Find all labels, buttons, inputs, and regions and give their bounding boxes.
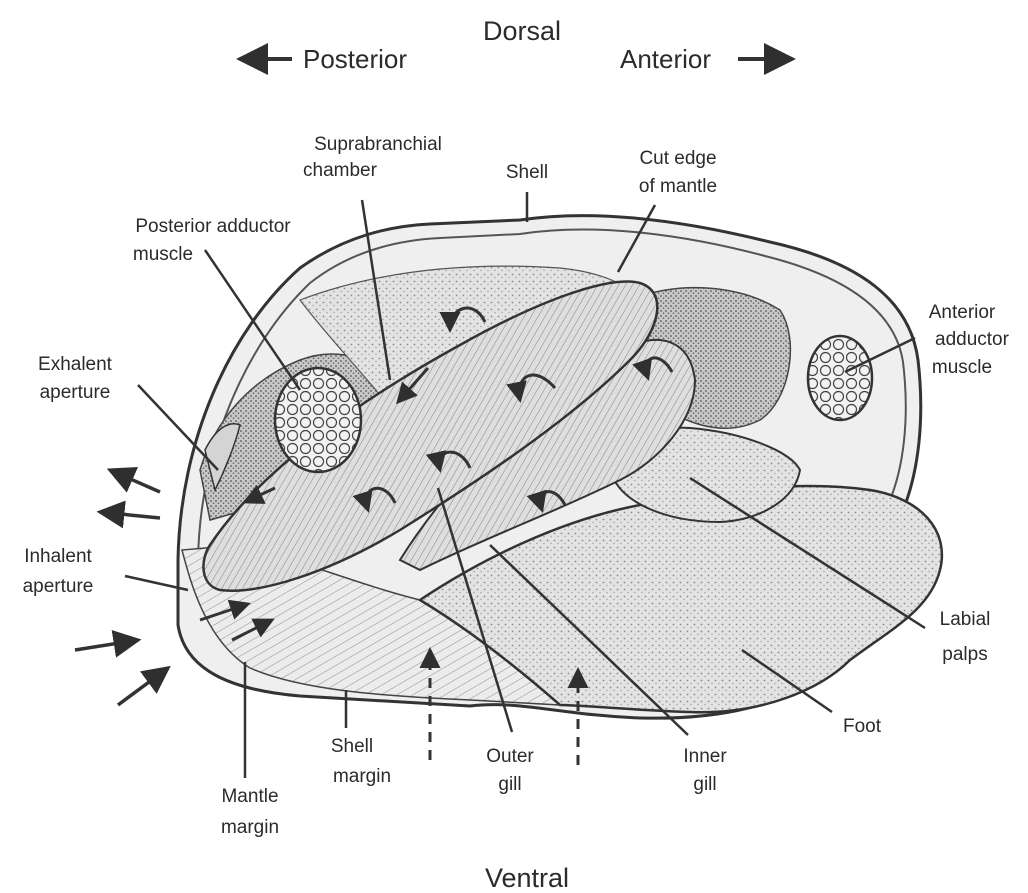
clam-illustration (75, 216, 942, 765)
label-line: Inhalent (24, 546, 92, 567)
label-line: muscle (133, 244, 193, 265)
label-line: Shell (331, 736, 373, 757)
label-line: margin (221, 817, 279, 838)
label-line: Shell (506, 162, 548, 183)
exhalent-outflow-arrow-1 (110, 470, 160, 492)
label-line: gill (693, 774, 716, 795)
posterior-adductor-muscle-shape (275, 368, 361, 472)
label-line: palps (942, 644, 987, 665)
label-line: of mantle (639, 176, 717, 197)
label-line: gill (498, 774, 521, 795)
label-line: Cut edge (639, 148, 716, 169)
label-exhalent-aperture: Exhalent aperture (38, 354, 218, 470)
label-line: adductor (935, 329, 1010, 350)
label-line: margin (333, 766, 391, 787)
label-line: Suprabranchial (314, 134, 442, 155)
exhalent-outflow-arrow-2 (100, 512, 160, 518)
inhalent-inflow-arrow-2 (118, 668, 168, 705)
anterior-adductor-muscle-shape (808, 336, 872, 420)
dorsal-label: Dorsal (483, 16, 561, 46)
label-line: Posterior adductor (135, 216, 291, 237)
inhalent-inflow-arrow-1 (75, 640, 138, 650)
label-line: Mantle (221, 786, 278, 807)
ventral-label: Ventral (485, 863, 569, 893)
label-line: Exhalent (38, 354, 113, 375)
label-line: aperture (23, 576, 94, 597)
label-line: aperture (40, 382, 111, 403)
label-line: Anterior (929, 302, 996, 323)
label-line: Foot (843, 716, 882, 737)
label-line: chamber (303, 160, 378, 181)
label-inhalent-aperture: Inhalent aperture (23, 546, 188, 597)
posterior-label: Posterior (303, 44, 407, 74)
label-line: Inner (683, 746, 727, 767)
label-shell-margin: Shell margin (331, 690, 391, 787)
anterior-label: Anterior (620, 44, 711, 74)
label-line: Outer (486, 746, 534, 767)
label-line: Labial (940, 609, 991, 630)
label-shell: Shell (506, 162, 548, 222)
label-line: muscle (932, 357, 992, 378)
